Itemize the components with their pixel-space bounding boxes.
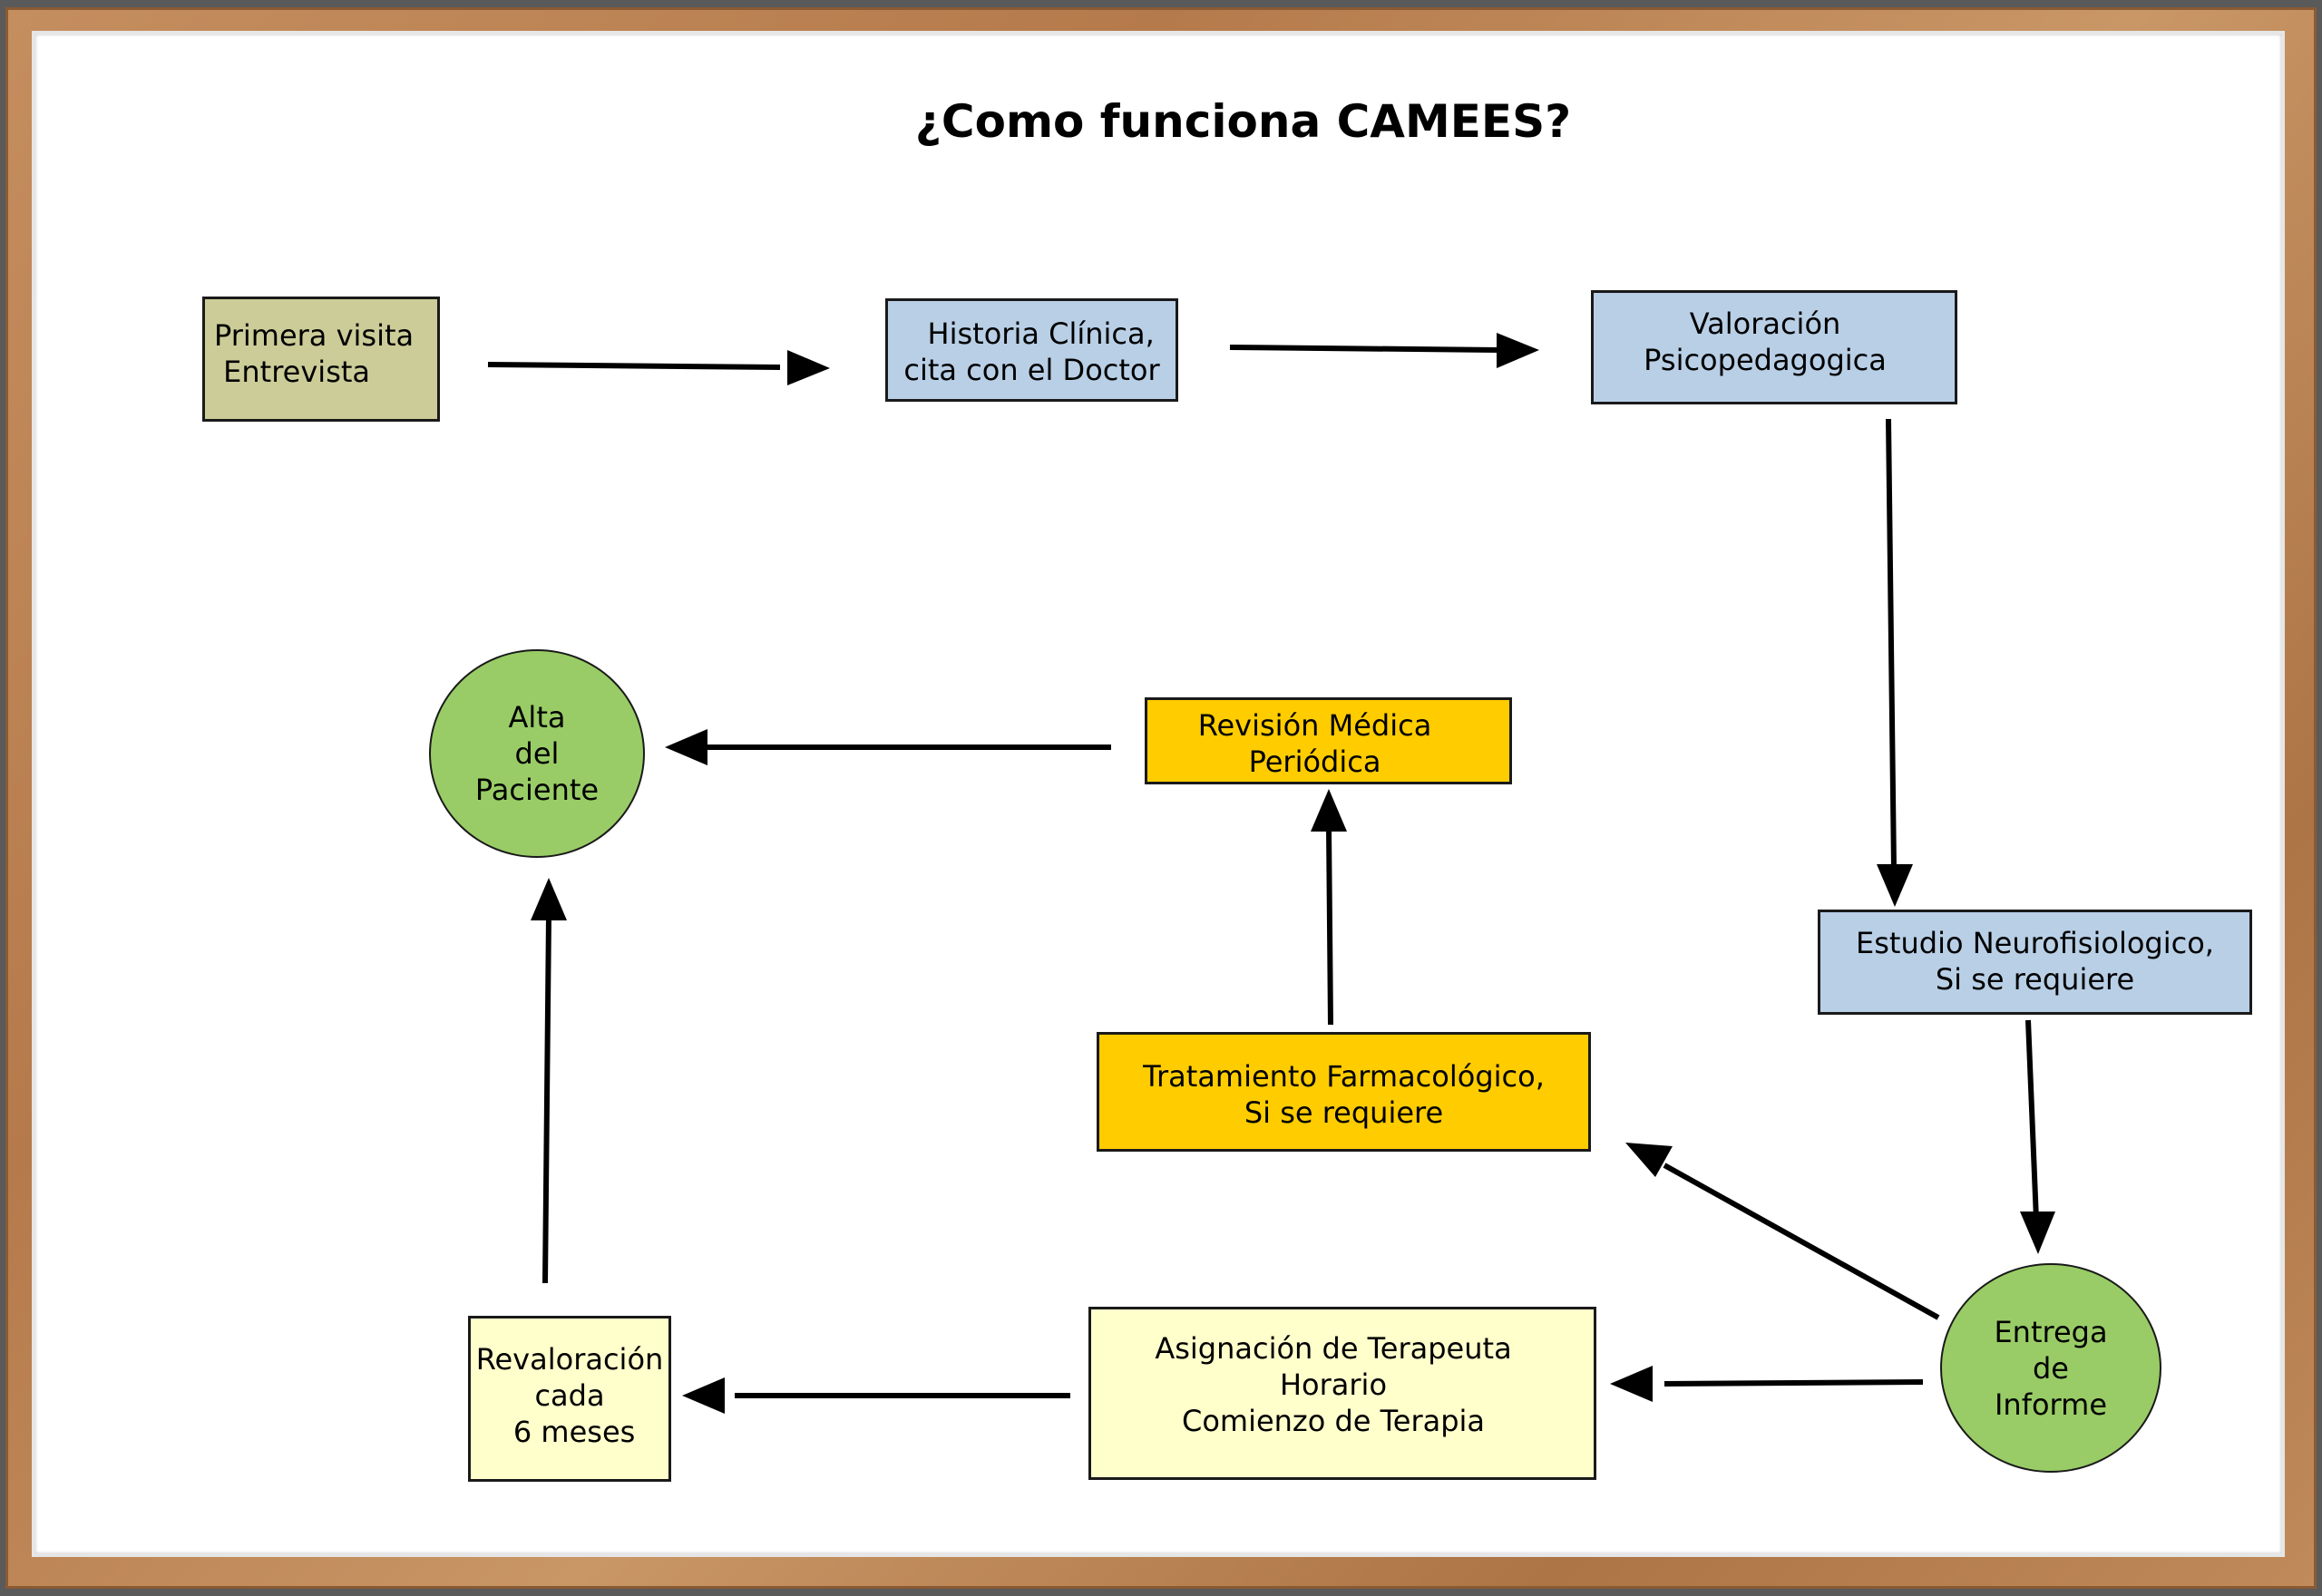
node-estudio: Estudio Neurofisiologico, Si se requiere [1818, 910, 2252, 1015]
node-asignacion: Asignación de Terapeuta Horario Comienzo… [1088, 1307, 1596, 1480]
arrowhead [2020, 1212, 2055, 1254]
arrowhead [665, 729, 707, 765]
arrow-valoracion-to-estudio [1886, 418, 1897, 870]
arrowhead [1877, 864, 1913, 907]
arrowhead [531, 878, 567, 920]
arrowhead [682, 1377, 725, 1414]
arrow-primera-to-historia [487, 362, 781, 370]
arrow-tratamiento-to-revision [1326, 826, 1333, 1026]
node-tratamiento: Tratamiento Farmacológico, Si se requier… [1097, 1032, 1591, 1152]
arrowhead [1625, 1143, 1673, 1177]
node-alta: Alta del Paciente [429, 649, 645, 858]
node-valoracion: Valoración Psicopedagogica [1591, 290, 1957, 404]
arrow-estudio-to-entrega [2025, 1019, 2039, 1221]
arrowhead [1311, 789, 1347, 832]
arrowhead [1497, 333, 1539, 368]
arrow-historia-to-valoracion [1229, 345, 1502, 353]
arrowhead [787, 350, 830, 385]
node-primera-visita: Primera visita Entrevista [202, 297, 440, 422]
node-entrega: Entrega de Informe [1940, 1263, 2161, 1473]
diagram-title: ¿Como funciona CAMEES? [914, 95, 1572, 148]
node-revaloracion: Revaloración cada 6 meses [468, 1316, 671, 1482]
arrow-revaloracion-to-alta [542, 915, 551, 1284]
node-historia-clinica: Historia Clínica, cita con el Doctor [885, 298, 1178, 402]
arrowhead [1610, 1366, 1653, 1402]
arrow-entrega-to-asignacion [1663, 1379, 1924, 1387]
node-revision: Revisión Médica Periódica [1145, 697, 1512, 784]
arrow-entrega-to-tratamiento [1663, 1163, 1940, 1320]
